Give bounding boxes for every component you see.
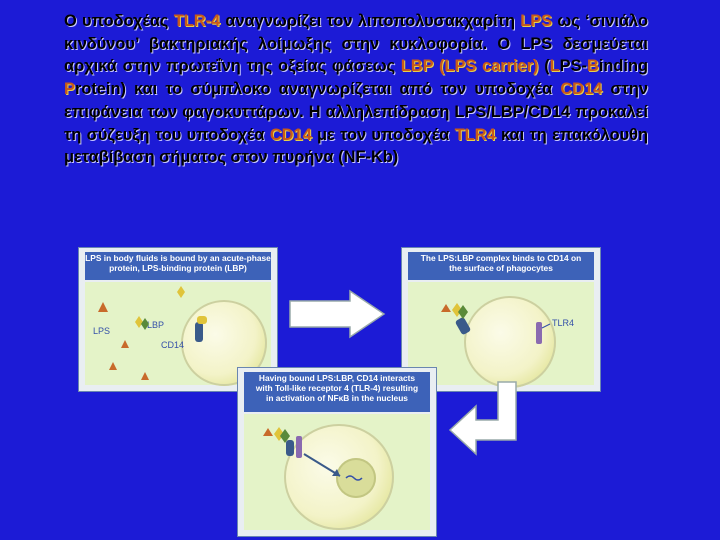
text-run: PS- (560, 57, 587, 75)
text-run: αναγνωρίζει τον λιποπολυσακχαρίτη (220, 12, 520, 30)
acronym-letter: B (587, 57, 599, 75)
cd14-receptor-icon (195, 316, 207, 342)
tlr4-term: TLR-4 (174, 12, 220, 30)
panel-caption: The LPS:LBP complex binds to CD14 on the… (408, 252, 594, 280)
molecule-icons (244, 414, 432, 534)
lbp-molecule-icon (135, 286, 185, 330)
panel-caption: LPS in body fluids is bound by an acute-… (85, 252, 271, 280)
text-run: ( (539, 57, 550, 75)
text-run: inding (599, 57, 648, 75)
panel-caption: Having bound LPS:LBP, CD14 interacts wit… (244, 372, 430, 412)
lps-lbp-complex-icon (441, 303, 471, 335)
lps-molecule-icon (98, 302, 149, 380)
text-run: με τον υποδοχέα (312, 126, 455, 144)
lps-lbp-cd14-complex-icon (263, 427, 302, 458)
text-run: Ο υποδοχέας (64, 12, 174, 30)
arrow-bent-icon (446, 380, 526, 460)
acronym-letter: L (550, 57, 560, 75)
tlr4-term: TLR4 (455, 126, 496, 144)
panel-tlr4-activation: Having bound LPS:LBP, CD14 interacts wit… (237, 367, 437, 537)
tlr4-receptor-icon (536, 322, 550, 344)
cd14-term: CD14 (560, 80, 602, 98)
nfkb-dna-icon (346, 476, 362, 480)
arrow-right-icon (288, 289, 388, 339)
acronym-letter: P (64, 80, 75, 98)
lbp-term: LBP (LPS carrier) (401, 57, 539, 75)
lps-term: LPS (520, 12, 552, 30)
panel-illustration (244, 414, 430, 530)
cd14-term: CD14 (270, 126, 312, 144)
signal-arrow-icon (304, 454, 340, 476)
text-run: rotein) και το σύμπλοκο αναγνωρίζεται απ… (75, 80, 560, 98)
body-paragraph: Ο υποδοχέας TLR-4 αναγνωρίζει τον λιποπο… (64, 10, 648, 169)
